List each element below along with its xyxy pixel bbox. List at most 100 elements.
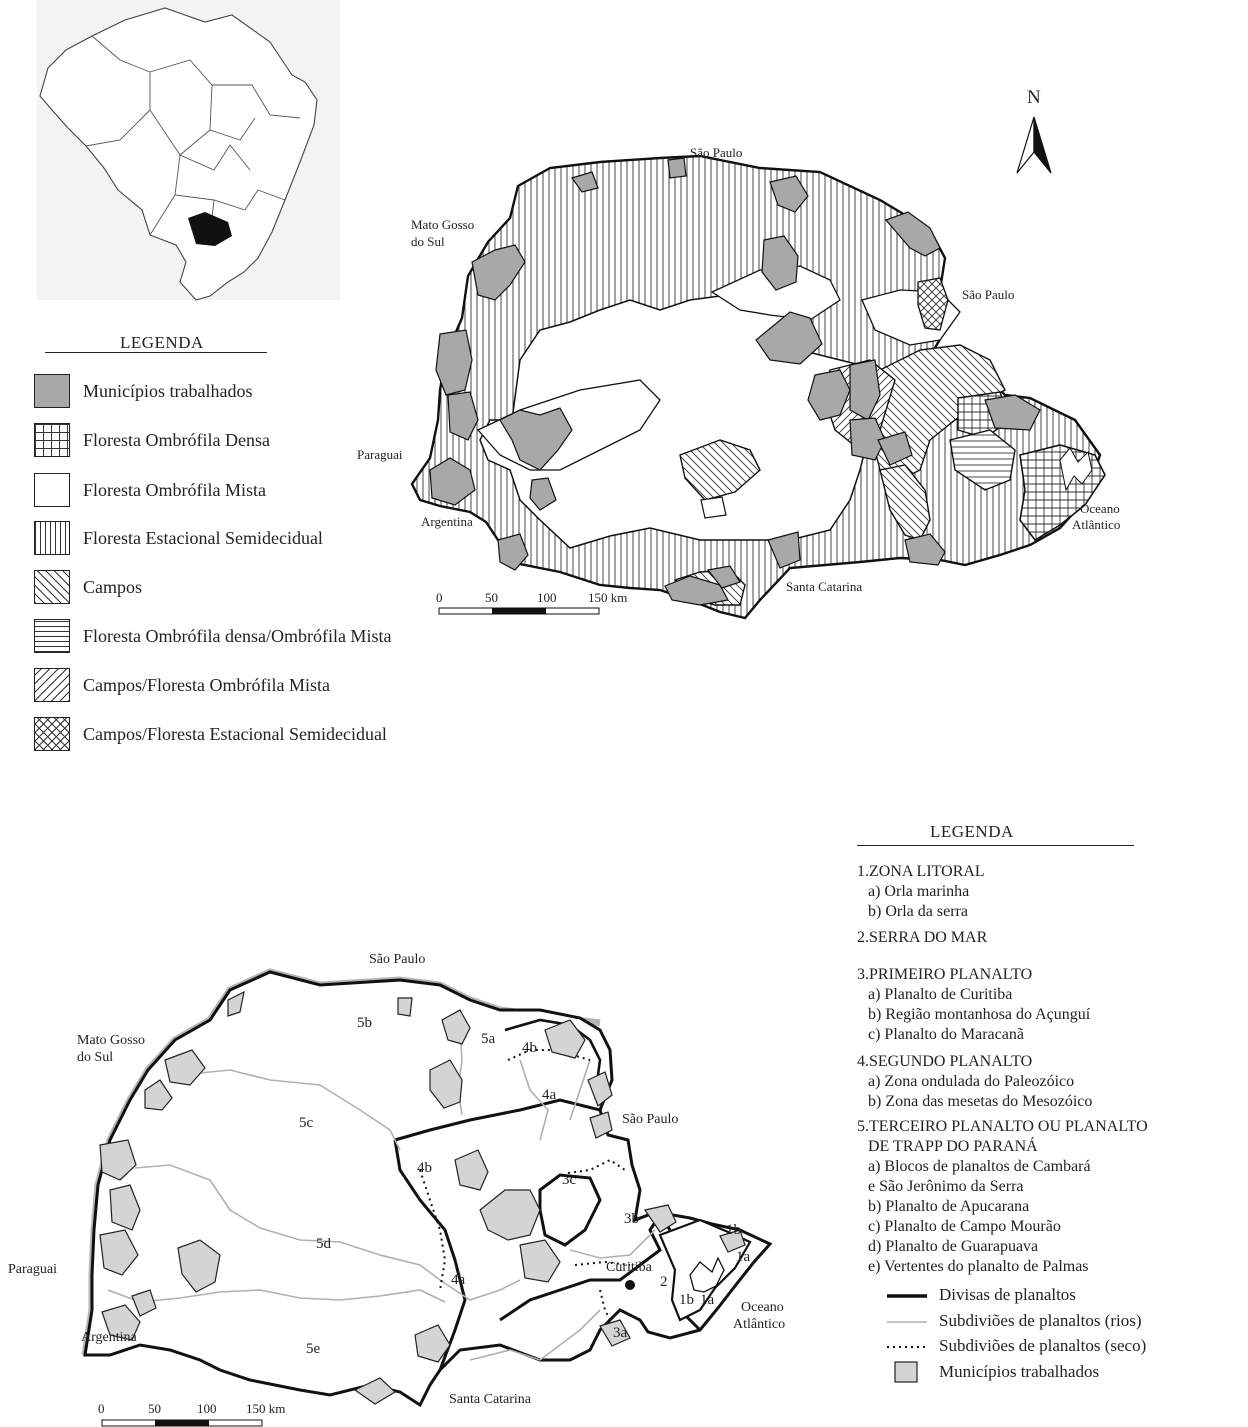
bottom-label-mato-grosso-2: do Sul — [77, 1050, 114, 1065]
legend-swatch-municipios — [34, 374, 70, 408]
bottom-label-sao-paulo-north: São Paulo — [369, 952, 426, 967]
region-4b: 4b — [417, 1160, 432, 1176]
legend-subitem: c) Planalto do Maracanã — [868, 1026, 1024, 1043]
legend-subitem: c) Planalto de Campo Mourão — [868, 1218, 1061, 1235]
top-legend-title: LEGENDA — [120, 333, 204, 352]
top-label-sao-paulo-east: São Paulo — [962, 287, 1015, 302]
north-arrow-icon — [1016, 116, 1052, 174]
legend-subitem: a) Planalto de Curitiba — [868, 986, 1013, 1003]
region-4a: 4a — [451, 1272, 466, 1288]
legend-label-municipios: Municípios trabalhados — [83, 381, 253, 401]
legend-subitem: d) Planalto de Guarapuava — [868, 1238, 1039, 1255]
region-5c: 5c — [299, 1115, 314, 1131]
legend-group-serra-do-mar: 2.SERRA DO MAR — [857, 928, 987, 948]
legend-heading: 1.ZONA LITORAL — [857, 863, 985, 880]
bottom-scale-bar — [101, 1419, 263, 1427]
region-3a: 3a — [613, 1325, 628, 1341]
legend-label-densa-mista: Floresta Ombrófila densa/Ombrófila Mista — [83, 626, 392, 646]
region-1a: 1a — [700, 1292, 715, 1308]
bottom-label-santa-catarina: Santa Catarina — [449, 1392, 532, 1407]
top-label-sao-paulo-north: São Paulo — [690, 145, 743, 160]
legend-label-campos-semidecidual: Campos/Floresta Estacional Semidecidual — [83, 724, 387, 744]
legend-swatch-campos-semidecidual — [34, 717, 70, 751]
key-label-municipios: Municípios trabalhados — [939, 1362, 1100, 1381]
legend-subitem: a) Zona ondulada do Paleozóico — [868, 1073, 1075, 1090]
legend-swatch-densa-mista — [34, 619, 70, 653]
top-map-graphics — [37, 0, 1106, 620]
region-5a: 5a — [481, 1031, 496, 1047]
legend-subitem: b) Planalto de Apucarana — [868, 1198, 1030, 1215]
legend-group-segundo-planalto: 4.SEGUNDO PLANALTO a) Zona ondulada do P… — [857, 1052, 1092, 1112]
key-label-seco: Subdiviões de planaltos (seco) — [939, 1336, 1147, 1355]
region-5b: 5b — [357, 1015, 372, 1031]
legend-swatch-densa — [34, 423, 70, 457]
top-label-santa-catarina: Santa Catarina — [786, 579, 863, 594]
top-label-oceano: Oceano — [1080, 501, 1120, 516]
top-label-mato-grosso-2: do Sul — [411, 234, 445, 249]
legend-subitem: b) Zona das mesetas do Mesozóico — [868, 1093, 1093, 1110]
bottom-scale-0: 0 — [98, 1401, 105, 1416]
region-1a-top: 1a — [736, 1249, 751, 1265]
legend-heading: 5.TERCEIRO PLANALTO OU PLANALTO — [857, 1118, 1148, 1135]
legend-heading: 4.SEGUNDO PLANALTO — [857, 1053, 1033, 1070]
legend-subitem: a) Blocos de planaltos de Cambará — [868, 1158, 1091, 1175]
region-3b: 3b — [624, 1211, 639, 1227]
region-3c: 3c — [562, 1172, 577, 1188]
top-label-mato-grosso-1: Mato Gosso — [411, 217, 475, 232]
region-4b-top: 4b — [522, 1040, 537, 1056]
bottom-label-sao-paulo-east: São Paulo — [622, 1112, 679, 1127]
legend-subitem: b) Região montanhosa do Açunguí — [868, 1006, 1091, 1023]
region-4a-top: 4a — [542, 1087, 557, 1103]
legend-swatch-campos-mista — [34, 668, 70, 702]
bottom-label-atlantico: Atlântico — [733, 1317, 786, 1332]
bottom-label-oceano: Oceano — [741, 1300, 784, 1315]
top-label-paraguai: Paraguai — [357, 447, 403, 462]
plateau-legend-title: LEGENDA — [930, 822, 1014, 841]
legend-subitem: e) Vertentes do planalto de Palmas — [868, 1258, 1089, 1275]
brazil-inset-map — [37, 0, 340, 301]
region-2: 2 — [660, 1274, 668, 1290]
municipalities-light — [99, 990, 746, 1405]
top-label-argentina: Argentina — [421, 514, 473, 529]
legend-group-zona-litoral: 1.ZONA LITORAL a) Orla marinha b) Orla d… — [857, 862, 985, 922]
legend-label-mista: Floresta Ombrófila Mista — [83, 480, 266, 500]
bottom-scale-150: 150 km — [246, 1401, 286, 1416]
bottom-label-argentina: Argentina — [81, 1330, 137, 1345]
legend-label-densa: Floresta Ombrófila Densa — [83, 430, 270, 450]
top-scale-bar — [438, 607, 600, 615]
legend-label-campos-mista: Campos/Floresta Ombrófila Mista — [83, 675, 330, 695]
region-5d: 5d — [316, 1236, 331, 1252]
region-1b: 1b — [679, 1292, 694, 1308]
plateau-legend-rule — [857, 845, 1134, 846]
top-scale-50: 50 — [485, 590, 498, 605]
legend-subitem: b) Orla da serra — [868, 903, 968, 920]
legend-label-campos: Campos — [83, 577, 143, 597]
key-label-rios: Subdiviões de planaltos (rios) — [939, 1311, 1142, 1330]
vegetation-map — [410, 154, 1106, 620]
legend-heading-cont: DE TRAPP DO PARANÁ — [868, 1138, 1038, 1155]
region-5e: 5e — [306, 1341, 321, 1357]
legend-subitem: a) Orla marinha — [868, 883, 970, 900]
legend-group-terceiro-planalto: 5.TERCEIRO PLANALTO OU PLANALTO DE TRAPP… — [857, 1117, 1148, 1277]
top-scale-150: 150 km — [588, 590, 628, 605]
bottom-label-mato-grosso-1: Mato Gosso — [77, 1033, 146, 1048]
top-scale-0: 0 — [436, 590, 443, 605]
region-1b-top: 1b — [726, 1222, 741, 1238]
key-label-divisas: Divisas de planaltos — [939, 1285, 1076, 1304]
curitiba-dot — [625, 1280, 635, 1290]
bottom-label-paraguai: Paraguai — [8, 1262, 57, 1277]
top-scale-100: 100 — [537, 590, 557, 605]
north-label: N — [1027, 87, 1041, 108]
parana-highlight — [188, 212, 232, 246]
bottom-scale-50: 50 — [148, 1401, 161, 1416]
top-legend-rule — [45, 352, 267, 353]
legend-swatch-campos — [34, 570, 70, 604]
legend-heading: 2.SERRA DO MAR — [857, 929, 988, 946]
legend-label-semidecidual: Floresta Estacional Semidecidual — [83, 528, 323, 548]
bottom-label-curitiba: Curitiba — [606, 1260, 652, 1275]
bottom-scale-100: 100 — [197, 1401, 217, 1416]
legend-subitem: e São Jerônimo da Serra — [868, 1178, 1024, 1195]
legend-heading: 3.PRIMEIRO PLANALTO — [857, 966, 1033, 983]
legend-swatch-semidecidual — [34, 521, 70, 555]
